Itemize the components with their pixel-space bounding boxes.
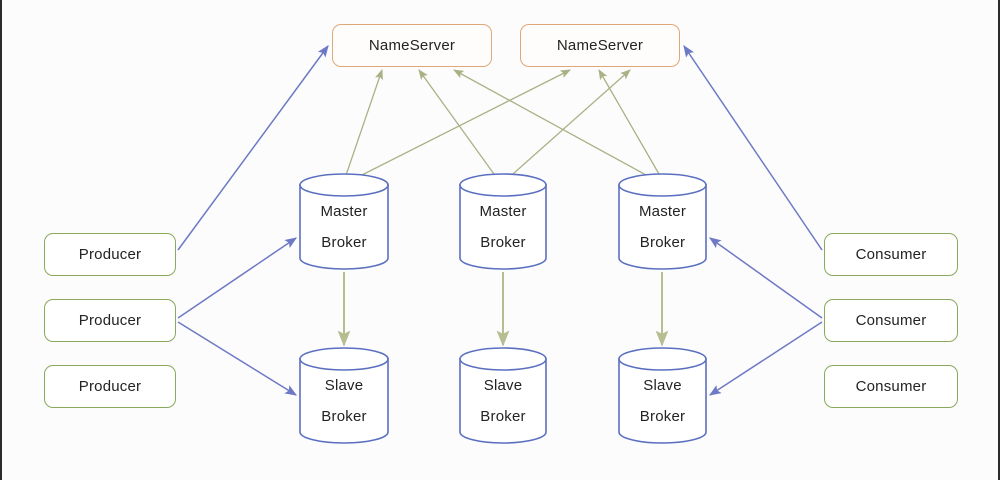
- edge-master2-to-nameserver1: [418, 69, 500, 182]
- broker-label-line2: Broker: [321, 407, 367, 425]
- broker-label-line1: Master: [320, 202, 368, 220]
- broker-label-line2: Broker: [480, 407, 526, 425]
- broker-label-line1: Master: [638, 202, 687, 220]
- consumer-node-3[interactable]: Consumer: [824, 365, 958, 408]
- producer-label: Producer: [78, 246, 142, 263]
- producer-node-2[interactable]: Producer: [44, 299, 176, 342]
- nameserver-label: NameServer: [556, 37, 644, 54]
- broker-label-line2: Broker: [321, 233, 367, 251]
- nameserver-node-2[interactable]: NameServer: [520, 24, 680, 67]
- broker-label-line1: Master: [479, 202, 527, 220]
- broker-label-line2: Broker: [639, 233, 686, 251]
- edge-master2-to-nameserver2: [504, 69, 631, 182]
- cylinder-shape-icon: [459, 173, 547, 270]
- producer-node-3[interactable]: Producer: [44, 365, 176, 408]
- broker-label-line2: Broker: [480, 233, 526, 251]
- cylinder-shape-icon: [459, 347, 547, 444]
- edge-master1-to-nameserver2: [349, 69, 571, 182]
- producer-node-1[interactable]: Producer: [44, 233, 176, 276]
- consumer-node-2[interactable]: Consumer: [824, 299, 958, 342]
- edge-consumer1-to-nameserver2: [683, 45, 823, 251]
- edge-producer2-to-master1: [177, 237, 297, 319]
- edge-producer1-to-nameserver1: [177, 45, 329, 251]
- edge-consumer2-to-master3: [709, 237, 823, 319]
- edge-consumer2-to-slave3: [708, 321, 823, 396]
- edge-master3-to-nameserver2: [598, 69, 664, 182]
- cylinder-shape-icon: [299, 347, 389, 444]
- consumer-label: Consumer: [855, 246, 927, 263]
- edge-producer2-to-slave1: [177, 321, 298, 396]
- cylinder-shape-icon: [618, 347, 707, 444]
- consumer-label: Consumer: [855, 378, 927, 395]
- broker-label-line1: Slave: [324, 376, 364, 394]
- nameserver-label: NameServer: [368, 37, 456, 54]
- cylinder-shape-icon: [299, 173, 389, 270]
- consumer-label: Consumer: [855, 312, 927, 329]
- producer-label: Producer: [78, 378, 142, 395]
- broker-label-line1: Slave: [483, 376, 523, 394]
- edge-master3-to-nameserver1: [453, 69, 658, 182]
- cylinder-shape-icon: [618, 173, 707, 270]
- producer-label: Producer: [78, 312, 142, 329]
- consumer-node-1[interactable]: Consumer: [824, 233, 958, 276]
- broker-label-line2: Broker: [639, 407, 686, 425]
- nameserver-node-1[interactable]: NameServer: [332, 24, 492, 67]
- edge-master1-to-nameserver1: [343, 69, 383, 182]
- broker-label-line1: Slave: [643, 376, 682, 394]
